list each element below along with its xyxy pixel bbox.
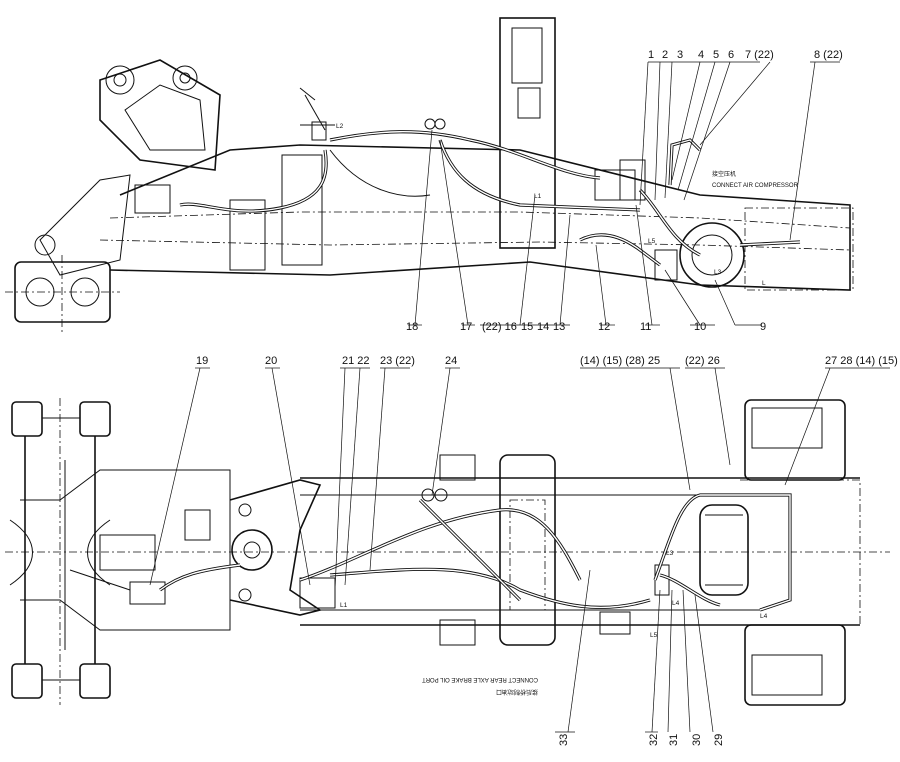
callout-6: 6 xyxy=(728,49,734,61)
callout-11: 11 xyxy=(640,321,651,333)
callout-10: 10 xyxy=(694,321,706,333)
callout-32: 32 xyxy=(648,734,660,746)
tag-b-l3: L3 xyxy=(666,550,674,557)
callout-19: 19 xyxy=(196,355,208,367)
callout-26: (22) 26 xyxy=(685,355,720,367)
callout-17: 17 xyxy=(460,321,472,333)
side-view-pipes xyxy=(179,124,801,267)
brake-note-cn: 接后桥制动油口 xyxy=(496,688,538,696)
tag-l5: L5 xyxy=(648,238,656,245)
tag-l1: L1 xyxy=(534,193,542,200)
callout-33: 33 xyxy=(558,734,570,746)
callout-18: 18 xyxy=(406,321,418,333)
callout-8: 8 (22) xyxy=(814,49,843,61)
callout-16: (22) 16 xyxy=(482,321,517,333)
plan-view-callouts: 19 20 21 22 23 (22) 24 (14) (15) (28) 25… xyxy=(196,355,898,746)
callout-13: 13 xyxy=(553,321,565,333)
callout-2: 2 xyxy=(662,49,668,61)
callout-23: 23 (22) xyxy=(380,355,415,367)
callout-9: 9 xyxy=(760,321,766,333)
callout-1: 1 xyxy=(648,49,654,61)
side-view-chassis xyxy=(5,17,854,335)
tag-l3: L3 xyxy=(714,269,722,276)
callout-15: 15 xyxy=(521,321,533,333)
side-view-leaders xyxy=(408,61,840,326)
callout-25: (14) (15) (28) 25 xyxy=(580,355,660,367)
plan-view-chassis xyxy=(5,398,890,706)
tag-l: L xyxy=(762,280,766,287)
brake-note-en: CONNECT REAR AXLE BRAKE OIL PORT xyxy=(422,676,538,682)
plan-view-leaders xyxy=(149,367,890,733)
callout-20: 20 xyxy=(265,355,277,367)
callout-3: 3 xyxy=(677,49,683,61)
tag-l2: L2 xyxy=(336,123,344,130)
callout-24: 24 xyxy=(445,355,457,367)
callout-31: 31 xyxy=(668,734,680,746)
callout-7: 7 (22) xyxy=(745,49,774,61)
callout-14: 14 xyxy=(537,321,549,333)
callout-27-28: 27 28 (14) (15) xyxy=(825,355,898,367)
compressor-note-en: CONNECT AIR COMPRESSOR xyxy=(712,183,799,189)
callout-4: 4 xyxy=(698,49,704,61)
compressor-note-cn: 接空压机 xyxy=(712,170,736,178)
callout-12: 12 xyxy=(598,321,610,333)
callout-29: 29 xyxy=(713,734,725,746)
tag-b-l4b: L4 xyxy=(760,613,768,620)
tag-b-l1: L1 xyxy=(340,602,348,609)
tag-b-l4: L4 xyxy=(672,600,680,607)
callout-30: 30 xyxy=(691,734,703,746)
plan-view-pipes xyxy=(64,460,792,650)
side-view-callouts: 1 2 3 4 5 6 7 (22) 8 (22) 9 10 11 12 (22… xyxy=(336,49,843,333)
callout-21-22: 21 22 xyxy=(342,355,370,367)
callout-5: 5 xyxy=(713,49,719,61)
tag-b-l5: L5 xyxy=(650,632,658,639)
